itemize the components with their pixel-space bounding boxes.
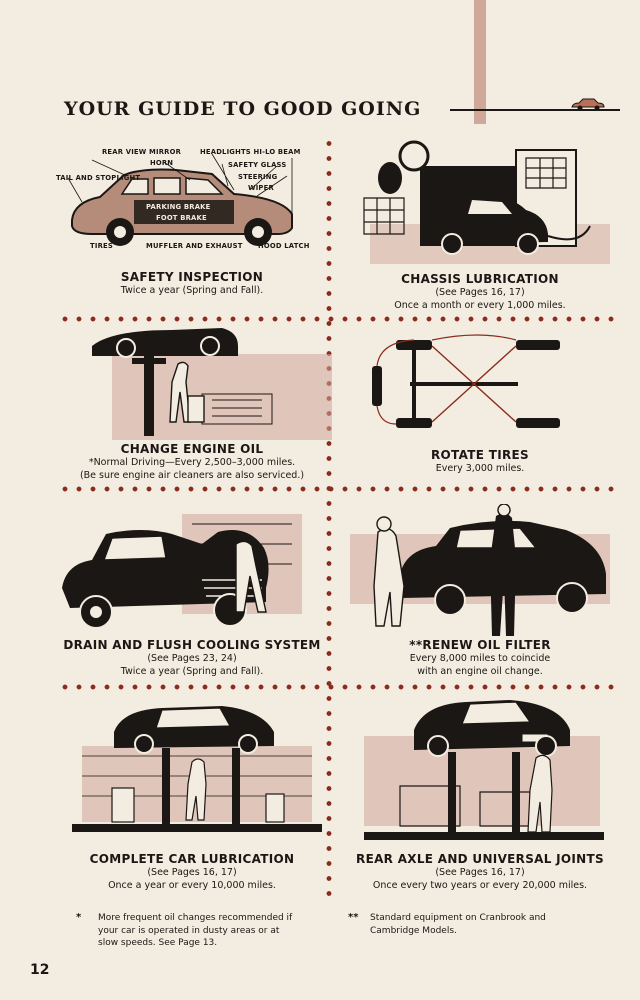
label-muffler: MUFFLER AND EXHAUST (146, 242, 243, 250)
panel-title: CHANGE ENGINE OIL (120, 442, 264, 456)
footnote-text: your car is operated in dusty areas or a… (98, 925, 280, 936)
label-hood-latch: HOOD LATCH (258, 242, 310, 250)
panel-text: Once a year or every 10,000 miles. (108, 880, 276, 891)
panel-title: CHASSIS LUBRICATION (401, 272, 559, 286)
row-divider-dots-3 (58, 684, 614, 690)
label-headlights: HEADLIGHTS HI-LO BEAM (200, 148, 301, 156)
panel-safety-inspection: REAR VIEW MIRROR HEADLIGHTS HI-LO BEAM H… (52, 142, 332, 312)
header-rule (450, 109, 620, 111)
panel-title: COMPLETE CAR LUBRICATION (89, 852, 295, 866)
caption-complete-lubrication: COMPLETE CAR LUBRICATION (See Pages 16, … (52, 852, 332, 892)
panel-title: REAR AXLE AND UNIVERSAL JOINTS (356, 852, 604, 866)
panel-text: *Normal Driving—Every 2,500–3,000 miles. (88, 457, 296, 468)
panel-text: (See Pages 16, 17) (435, 287, 525, 298)
row-divider-dots-2 (58, 486, 614, 492)
oil-filter-illustration (350, 504, 610, 636)
label-tail-stoplight: TAIL AND STOPLIGHT (56, 174, 141, 182)
page-title: YOUR GUIDE TO GOOD GOING (64, 98, 422, 120)
panel-rotate-tires: ROTATE TIRES Every 3,000 miles. (340, 324, 620, 484)
service-station-illustration (363, 140, 610, 264)
label-parking-brake: PARKING BRAKE (146, 203, 211, 211)
panel-text: with an engine oil change. (417, 666, 543, 677)
label-steering: STEERING (238, 173, 278, 181)
panel-text: (Be sure engine air cleaners are also se… (79, 470, 305, 481)
footnote-text: More frequent oil changes recommended if (98, 913, 293, 923)
panel-title: DRAIN AND FLUSH COOLING SYSTEM (63, 638, 321, 652)
footnote-text: Cambridge Models. (370, 925, 457, 936)
panel-oil-filter: **RENEW OIL FILTER Every 8,000 miles to … (340, 504, 620, 680)
panel-complete-lubrication: COMPLETE CAR LUBRICATION (See Pages 16, … (52, 696, 332, 896)
label-rear-view-mirror: REAR VIEW MIRROR (102, 148, 182, 156)
rear-axle-lift-illustration (364, 700, 604, 840)
caption-oil-filter: **RENEW OIL FILTER Every 8,000 miles to … (340, 638, 620, 678)
caption-cooling-system: DRAIN AND FLUSH COOLING SYSTEM (See Page… (52, 638, 332, 678)
panel-chassis-lubrication: CHASSIS LUBRICATION (See Pages 16, 17) O… (340, 136, 620, 312)
tire-rotation-diagram (372, 334, 560, 428)
footnote-oil-changes: * More frequent oil changes recommended … (76, 912, 336, 956)
panel-cooling-system: DRAIN AND FLUSH COOLING SYSTEM (See Page… (52, 504, 332, 680)
panel-text: (See Pages 16, 17) (435, 867, 525, 878)
panel-title: **RENEW OIL FILTER (409, 638, 551, 652)
caption-chassis-lubrication: CHASSIS LUBRICATION (See Pages 16, 17) O… (340, 272, 620, 312)
panel-text: (See Pages 23, 24) (147, 653, 237, 664)
panel-change-engine-oil: CHANGE ENGINE OIL *Normal Driving—Every … (52, 324, 332, 484)
caption-rear-axle: REAR AXLE AND UNIVERSAL JOINTS (See Page… (340, 852, 620, 892)
panel-text: (See Pages 16, 17) (147, 867, 237, 878)
panel-title: ROTATE TIRES (431, 448, 529, 462)
page-header: YOUR GUIDE TO GOOD GOING (64, 96, 624, 126)
label-wiper: WIPER (248, 184, 274, 192)
radiator-service-illustration (62, 514, 302, 629)
car-inspection-illustration (67, 153, 293, 246)
lubrication-lift-illustration (72, 706, 322, 832)
panel-title: SAFETY INSPECTION (120, 270, 264, 284)
page-tab-strip (474, 0, 486, 124)
footnote-text: slow speeds. See Page 13. (98, 938, 218, 948)
footnote-text: Standard equipment on Cranbrook and (370, 913, 546, 923)
panel-text: Every 8,000 miles to coincide (409, 653, 551, 664)
caption-safety-inspection: SAFETY INSPECTION Twice a year (Spring a… (52, 270, 332, 297)
column-divider-dots (326, 136, 332, 896)
header-car-icon (571, 98, 605, 111)
caption-rotate-tires: ROTATE TIRES Every 3,000 miles. (340, 448, 620, 475)
label-safety-glass: SAFETY GLASS (228, 161, 287, 169)
panel-text: Once a month or every 1,000 miles. (394, 300, 566, 311)
caption-change-engine-oil: CHANGE ENGINE OIL *Normal Driving—Every … (52, 442, 332, 482)
panel-text: Every 3,000 miles. (435, 463, 525, 474)
label-horn: HORN (150, 159, 174, 167)
panel-text: Twice a year (Spring and Fall). (120, 666, 264, 677)
footnote-standard-equipment: ** Standard equipment on Cranbrook and C… (348, 912, 618, 942)
panel-text: Twice a year (Spring and Fall). (120, 285, 264, 296)
footnote-mark: * (76, 912, 82, 923)
panel-text: Once every two years or every 20,000 mil… (372, 880, 588, 891)
footnote-mark: ** (348, 912, 359, 923)
oil-change-lift-illustration (92, 328, 332, 440)
label-foot-brake: FOOT BRAKE (156, 214, 207, 222)
page-number: 12 (30, 962, 50, 978)
panel-rear-axle: REAR AXLE AND UNIVERSAL JOINTS (See Page… (340, 696, 620, 896)
row-divider-dots-1 (58, 316, 614, 322)
label-tires: TIRES (90, 242, 113, 250)
